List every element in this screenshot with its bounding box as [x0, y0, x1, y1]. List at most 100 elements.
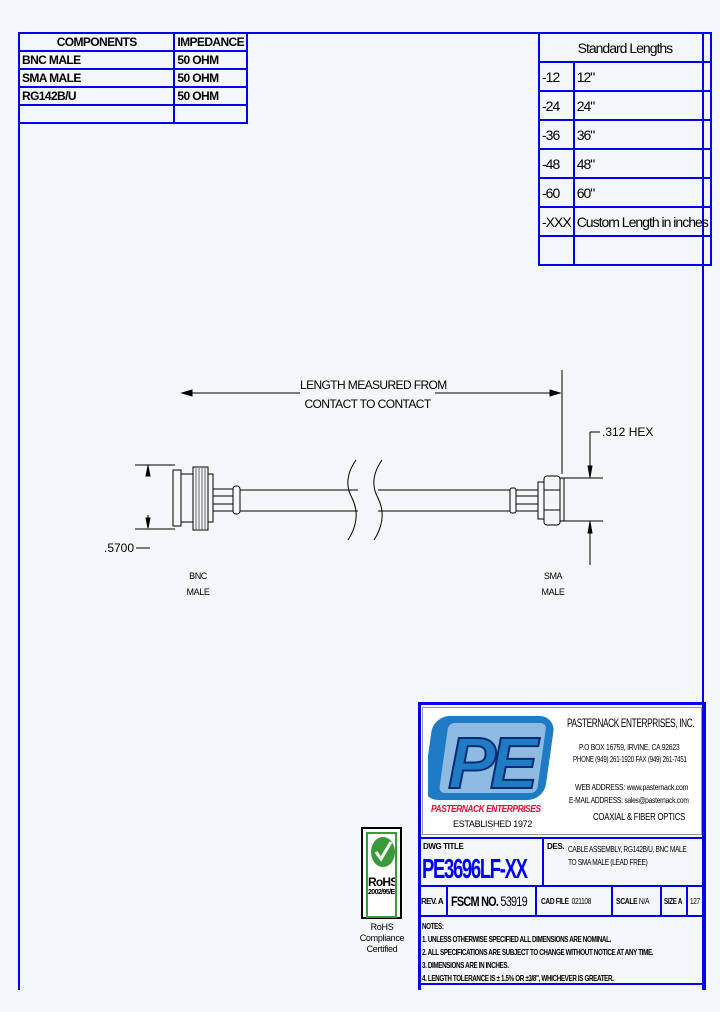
- caption-line: RoHS: [370, 922, 394, 932]
- description-line: CABLE ASSEMBLY, RG142B/U, BNC MALE: [568, 845, 687, 854]
- scale: SCALE N/A: [616, 897, 650, 906]
- cell: 60": [572, 177, 712, 208]
- cad-label: CAD FILE: [541, 897, 569, 906]
- cell: 50 OHM: [173, 86, 248, 106]
- length-note-line: LENGTH MEASURED FROM: [300, 378, 447, 392]
- size-value: A: [677, 897, 683, 906]
- table-title: Standard Lengths: [538, 32, 712, 63]
- cell: 24": [572, 90, 712, 121]
- cell: -48: [538, 148, 575, 179]
- cell: 50 OHM: [173, 68, 248, 88]
- cell: -XXX: [538, 206, 575, 237]
- caption-line: Certified: [366, 944, 398, 954]
- cell: 48": [572, 148, 712, 179]
- cell: 36": [572, 119, 712, 150]
- dwg-title-cell: DWG TITLE PE3696LF-XX: [418, 837, 544, 887]
- cable-drawing: [135, 370, 603, 565]
- sma-label: SMA MALE: [538, 568, 568, 600]
- company-phone: PHONE (949) 261-1920 FAX (949) 261-7451: [573, 754, 687, 764]
- cell: -12: [538, 61, 575, 92]
- scale-label: SCALE: [616, 897, 638, 906]
- size: SIZE A: [664, 897, 682, 906]
- note: 2. ALL SPECIFICATIONS ARE SUBJECT TO CHA…: [422, 947, 654, 957]
- fscm-label: FSCM NO.: [451, 893, 499, 909]
- company-panel: PE PASTERNACK ENTERPRISES ESTABLISHED 19…: [422, 707, 702, 835]
- table-row: [538, 235, 712, 266]
- company-web: WEB ADDRESS: www.pasternack.com: [575, 782, 689, 792]
- divider: [660, 886, 662, 916]
- col-header: IMPEDANCE: [173, 32, 248, 52]
- rohs-directive: 2002/95/EC: [368, 889, 397, 896]
- scale-value: N/A: [638, 897, 650, 906]
- cell: [173, 104, 248, 124]
- company-email: E-MAIL ADDRESS: sales@pasternack.com: [569, 795, 689, 805]
- logo-name: PASTERNACK ENTERPRISES: [431, 804, 541, 815]
- description-line: TO SMA MALE (LEAD FREE): [568, 858, 648, 867]
- checkmark-icon: [371, 837, 395, 867]
- table-row: [17, 104, 248, 124]
- sheet-number: 127: [690, 897, 700, 906]
- divider: [686, 886, 688, 916]
- company-tagline: COAXIAL & FIBER OPTICS: [593, 812, 686, 823]
- logo-letters: PE: [448, 724, 540, 801]
- note: 3. DIMENSIONS ARE IN INCHES.: [422, 960, 509, 970]
- cell: 50 OHM: [173, 50, 248, 70]
- col-header: COMPONENTS: [17, 32, 176, 52]
- cell: [538, 235, 575, 266]
- cell: 12": [572, 61, 712, 92]
- divider: [535, 886, 537, 916]
- company-address: P.O BOX 16759, IRVINE, CA 92623: [579, 742, 680, 752]
- established: ESTABLISHED 1972: [453, 819, 533, 829]
- size-label: SIZE: [664, 897, 677, 906]
- divider: [446, 886, 448, 916]
- dwg-title-label: DWG TITLE: [423, 842, 464, 851]
- label-line: SMA: [543, 571, 563, 581]
- length-note: LENGTH MEASURED FROM CONTACT TO CONTACT: [300, 376, 447, 414]
- company-name: PASTERNACK ENTERPRISES, INC.: [567, 718, 695, 730]
- revision: REV. A: [421, 897, 444, 906]
- description-cell: DES. CABLE ASSEMBLY, RG142B/U, BNC MALE …: [542, 837, 706, 887]
- des-label: DES.: [547, 842, 565, 851]
- notes-cell: NOTES: 1. UNLESS OTHERWISE SPECIFIED ALL…: [418, 915, 706, 985]
- caption-line: Compliance: [359, 933, 405, 943]
- fscm: FSCM NO. 53919: [451, 893, 528, 909]
- notes-label: NOTES:: [422, 921, 444, 931]
- cell: Custom Length in inches: [572, 206, 712, 237]
- divider: [611, 886, 613, 916]
- cad-value: 021108: [571, 897, 592, 906]
- label-line: MALE: [186, 587, 210, 597]
- rohs-badge: RoHS 2002/95/EC: [361, 827, 402, 919]
- note: 4. LENGTH TOLERANCE IS ± 1.5% OR ±3/8", …: [422, 973, 614, 983]
- label-line: BNC: [189, 571, 207, 581]
- drawing-number: PE3696LF-XX: [422, 853, 528, 884]
- cell: SMA MALE: [17, 68, 176, 88]
- company-logo: PE: [428, 716, 554, 801]
- cell: -24: [538, 90, 575, 121]
- label-line: MALE: [541, 587, 565, 597]
- cell: -36: [538, 119, 575, 150]
- hex-dimension: .312 HEX: [602, 425, 654, 439]
- cell: RG142B/U: [17, 86, 176, 106]
- rohs-text: RoHS: [368, 875, 397, 889]
- note: 1. UNLESS OTHERWISE SPECIFIED ALL DIMENS…: [422, 934, 611, 944]
- cell: [572, 235, 712, 266]
- cad-file: CAD FILE 021108: [541, 897, 591, 906]
- cell: BNC MALE: [17, 50, 176, 70]
- diameter-dimension: .5700: [104, 541, 135, 555]
- bnc-label: BNC MALE: [183, 568, 213, 600]
- sheet-border: [18, 32, 704, 990]
- cell: [17, 104, 176, 124]
